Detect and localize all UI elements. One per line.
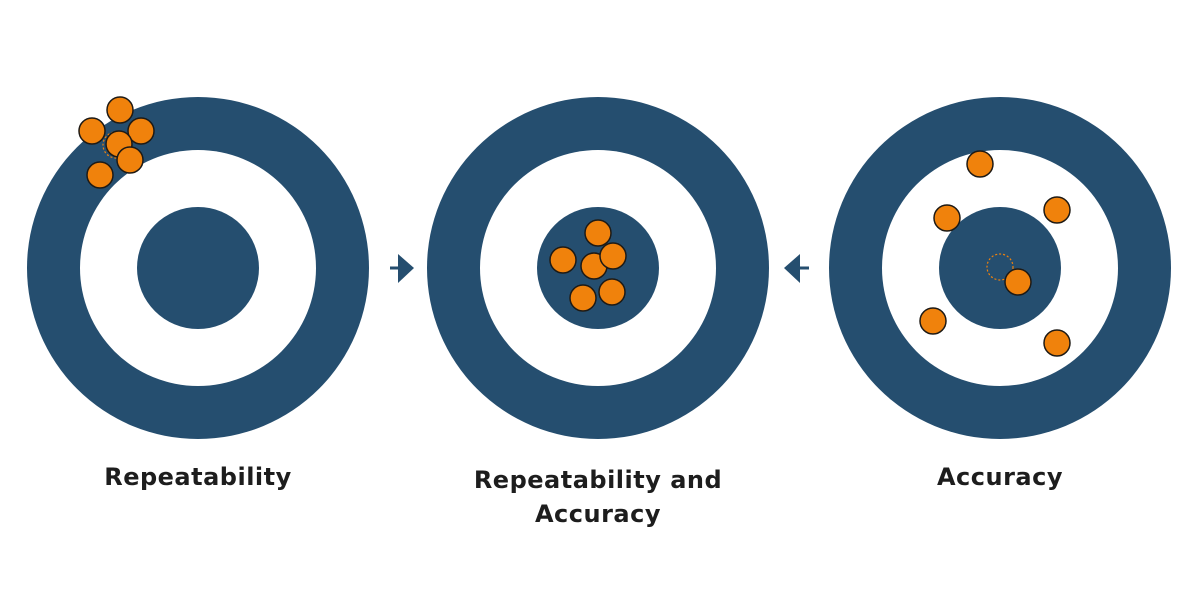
shot bbox=[1043, 196, 1071, 224]
arrow-left bbox=[784, 254, 809, 283]
caption-line: Repeatability bbox=[104, 463, 292, 491]
target-repeatability bbox=[27, 96, 369, 439]
shot bbox=[933, 204, 961, 232]
shot bbox=[549, 246, 577, 274]
target-bullseye bbox=[137, 207, 259, 329]
target-bullseye bbox=[939, 207, 1061, 329]
arrow-right bbox=[390, 254, 414, 283]
shot bbox=[584, 219, 612, 247]
shot bbox=[78, 117, 106, 145]
shot bbox=[599, 242, 627, 270]
shot bbox=[966, 150, 994, 178]
caption-repeatability: Repeatability bbox=[48, 460, 348, 494]
caption-line: Accuracy bbox=[534, 500, 661, 528]
arrow-head bbox=[398, 254, 414, 283]
shot bbox=[569, 284, 597, 312]
caption-repeatability-and-accuracy: Repeatability and Accuracy bbox=[448, 463, 748, 531]
shot bbox=[116, 146, 144, 174]
aim-marker bbox=[986, 253, 1014, 281]
arrow-head bbox=[784, 254, 800, 283]
shot bbox=[598, 278, 626, 306]
caption-line: Accuracy bbox=[936, 463, 1063, 491]
shot bbox=[1004, 268, 1032, 296]
shot bbox=[1043, 329, 1071, 357]
shot bbox=[106, 96, 134, 124]
shot bbox=[919, 307, 947, 335]
target-repeatability-and-accuracy bbox=[427, 97, 769, 439]
caption-accuracy: Accuracy bbox=[850, 460, 1150, 494]
shot bbox=[127, 117, 155, 145]
caption-line: Repeatability and bbox=[473, 466, 723, 494]
shot bbox=[86, 161, 114, 189]
target-accuracy bbox=[829, 97, 1171, 439]
